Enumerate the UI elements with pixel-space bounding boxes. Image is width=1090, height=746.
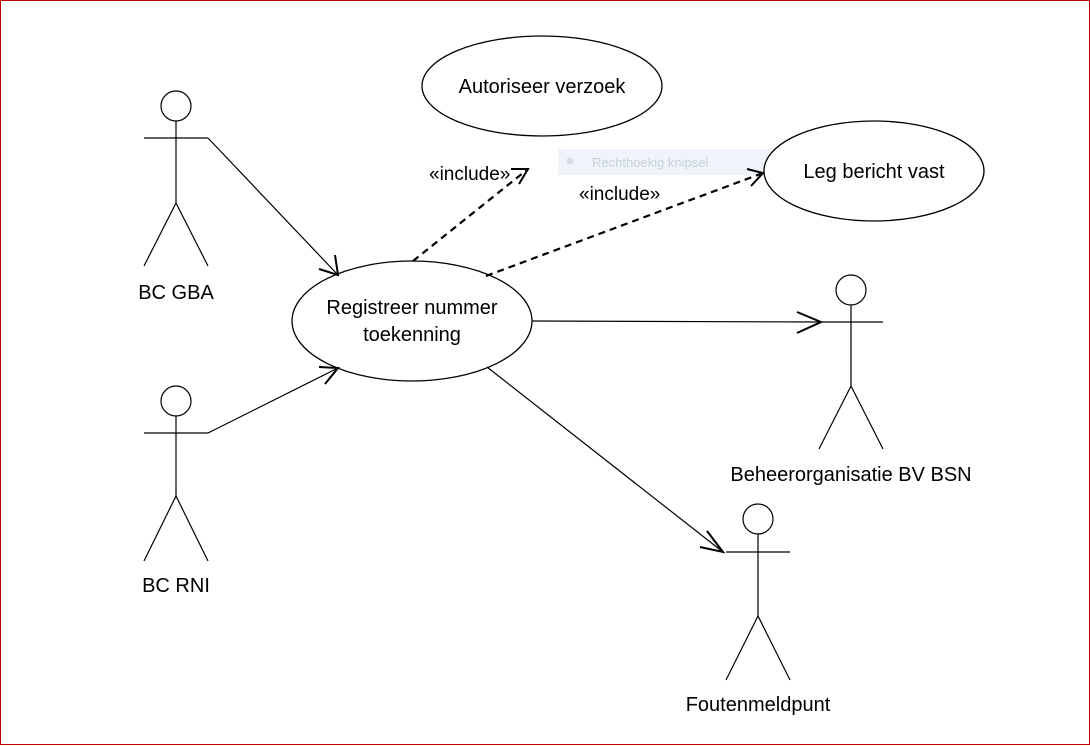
use-case-ellipse[interactable] bbox=[763, 120, 985, 222]
use-case-leg-bericht-vast[interactable]: Leg bericht vast bbox=[763, 120, 985, 222]
association-line[interactable] bbox=[207, 137, 339, 276]
actor-foutenmeldpunt[interactable]: Foutenmeldpunt bbox=[686, 503, 831, 716]
use-case-ellipse[interactable] bbox=[421, 35, 663, 137]
use-case-registreer-nummer-toekenning[interactable]: Registreer nummer toekenning bbox=[291, 260, 533, 382]
stick-figure-icon bbox=[143, 90, 209, 267]
association-line[interactable] bbox=[207, 367, 339, 434]
association-foutenmeldpunt[interactable] bbox=[486, 366, 726, 554]
snip-dot-icon bbox=[566, 157, 574, 165]
include-relation-autoriseer[interactable]: «include» bbox=[412, 164, 530, 262]
include-dashed-line[interactable] bbox=[412, 168, 529, 262]
snip-tooltip: Rechthoekig knipsel bbox=[558, 149, 776, 175]
snip-tooltip-label: Rechthoekig knipsel bbox=[592, 155, 708, 170]
use-case-label: Leg bericht vast bbox=[803, 161, 945, 183]
actor-beheerorganisatie[interactable]: Beheerorganisatie BV BSN bbox=[730, 274, 972, 486]
association-bc-rni[interactable] bbox=[207, 366, 341, 434]
include-arrowhead-icon bbox=[746, 168, 765, 187]
include-label: «include» bbox=[579, 184, 660, 205]
use-case-label-line1: Registreer nummer bbox=[326, 297, 498, 319]
actor-label: BC GBA bbox=[138, 282, 214, 304]
stick-figure-icon bbox=[725, 503, 791, 681]
actor-bc-rni[interactable]: BC RNI bbox=[142, 385, 210, 597]
association-arrowhead-icon bbox=[318, 254, 340, 277]
include-dashed-line[interactable] bbox=[485, 171, 764, 278]
stick-figure-icon bbox=[818, 274, 884, 450]
association-arrowhead-icon bbox=[699, 530, 726, 554]
snip-tooltip-bg bbox=[558, 149, 776, 175]
association-arrowhead-icon bbox=[318, 366, 341, 385]
association-line[interactable] bbox=[531, 320, 822, 323]
actor-label: Foutenmeldpunt bbox=[686, 694, 831, 716]
association-bc-gba[interactable] bbox=[207, 137, 340, 277]
include-relation-leg-bericht[interactable]: «include» bbox=[485, 168, 765, 278]
use-case-label-line2: toekenning bbox=[363, 324, 461, 346]
actor-label: Beheerorganisatie BV BSN bbox=[730, 464, 971, 486]
use-case-ellipse[interactable] bbox=[291, 260, 533, 382]
use-case-label: Autoriseer verzoek bbox=[459, 76, 627, 98]
association-beheerorganisatie[interactable] bbox=[531, 311, 824, 334]
include-arrowhead-icon bbox=[511, 168, 530, 185]
stick-figure-icon bbox=[143, 385, 209, 562]
actor-bc-gba[interactable]: BC GBA bbox=[138, 90, 214, 304]
use-case-autoriseer-verzoek[interactable]: Autoriseer verzoek bbox=[421, 35, 663, 137]
association-line[interactable] bbox=[486, 366, 724, 553]
include-label: «include» bbox=[429, 164, 510, 185]
actor-label: BC RNI bbox=[142, 575, 210, 597]
